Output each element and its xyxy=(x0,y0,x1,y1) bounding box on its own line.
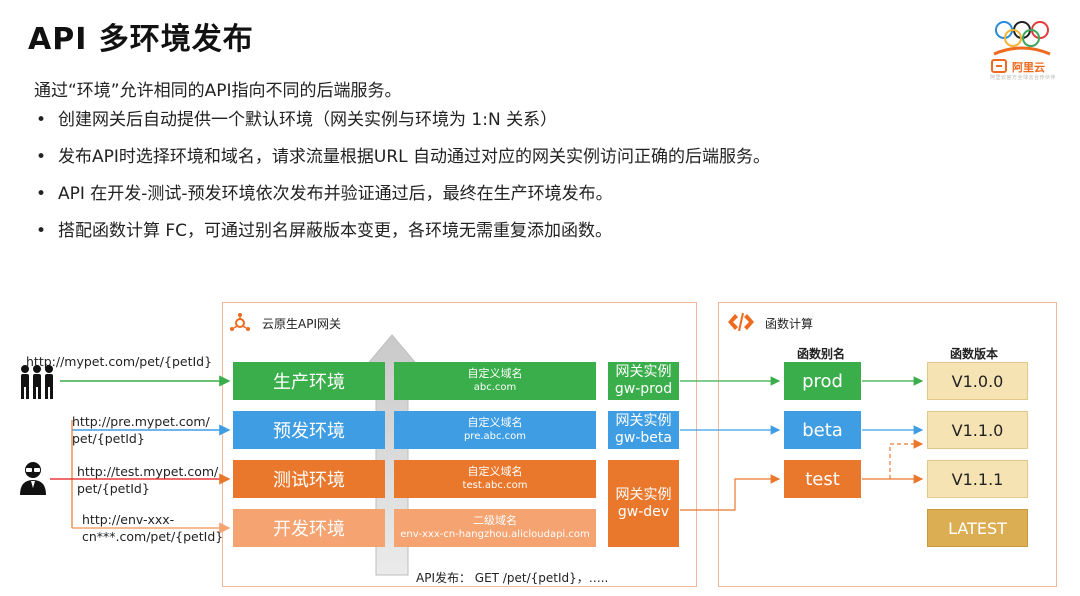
fc-frame xyxy=(718,302,1057,587)
version-1-0-0: V1.0.0 xyxy=(927,362,1028,400)
gw-instance-dev: 网关实例 gw-dev xyxy=(608,460,679,547)
bullet-item: 创建网关后自动提供一个默认环境（网关实例与环境为 1:N 关系） xyxy=(34,108,770,145)
logo-brand: 阿里云 xyxy=(1012,61,1045,74)
domain-value: abc.com xyxy=(473,382,517,393)
version-1-1-1: V1.1.1 xyxy=(927,460,1028,498)
domain-pre: 自定义域名 pre.abc.com xyxy=(394,411,596,449)
bullet-item: API 在开发-测试-预发环境依次发布并验证通过后，最终在生产环境发布。 xyxy=(34,182,770,219)
domain-value: env-xxx-cn-hangzhou.alicloudapi.com xyxy=(400,529,590,540)
domain-type-label: 自定义域名 xyxy=(467,465,523,478)
developer-icon xyxy=(20,462,46,495)
env-prod: 生产环境 xyxy=(233,362,385,400)
alias-test: test xyxy=(784,460,861,498)
dev-gw-to-test-alias xyxy=(680,474,781,511)
test-alias-dashed-to-beta xyxy=(889,439,924,479)
domain-value: pre.abc.com xyxy=(463,431,527,442)
fc-label: 函数计算 xyxy=(765,317,814,331)
domain-test: 自定义域名 test.abc.com xyxy=(394,460,596,498)
gateway-label: 云原生API网关 xyxy=(262,317,341,331)
gw-instance-id: gw-dev xyxy=(617,503,670,520)
gateway-frame xyxy=(222,302,697,587)
bullet-item: 搭配函数计算 FC，可通过别名屏蔽版本变更，各环境无需重复添加函数。 xyxy=(34,219,770,256)
env-dev: 开发环境 xyxy=(233,509,385,547)
version-latest: LATEST xyxy=(927,509,1028,547)
env-pre: 预发环境 xyxy=(233,411,385,449)
api-publish-note: API发布： GET /pet/{petId}，….. xyxy=(416,571,609,585)
gw-instance-beta: 网关实例 gw-beta xyxy=(608,411,679,449)
function-compute-icon xyxy=(728,312,754,332)
env-test: 测试环境 xyxy=(233,460,385,498)
page-title: API 多环境发布 xyxy=(28,22,254,57)
logo-tagline: 阿里云官方全球云合作伙伴 xyxy=(990,75,1057,81)
gw-instance-id: gw-prod xyxy=(614,381,673,397)
alias-column-header: 函数别名 xyxy=(797,347,846,361)
url-pre-line2: pet/{petId} xyxy=(72,431,145,446)
olympic-rings-logo xyxy=(991,21,1051,73)
bullet-item: 发布API时选择环境和域名，请求流量根据URL 自动通过对应的网关实例访问正确的… xyxy=(34,145,770,182)
alias-beta: beta xyxy=(784,411,861,449)
url-dev-line1: http://env-xxx- xyxy=(82,512,175,527)
bullet-list: 创建网关后自动提供一个默认环境（网关实例与环境为 1:N 关系） 发布API时选… xyxy=(34,108,770,256)
domain-prod: 自定义域名 abc.com xyxy=(394,362,596,400)
gw-instance-label: 网关实例 xyxy=(615,413,672,429)
domain-type-label: 二级域名 xyxy=(473,514,517,527)
gw-instance-label: 网关实例 xyxy=(615,486,672,503)
gw-instance-id: gw-beta xyxy=(615,430,672,446)
url-dev-line2: cn***.com/pet/{petId} xyxy=(82,529,224,544)
version-column-header: 函数版本 xyxy=(950,347,999,361)
domain-dev: 二级域名 env-xxx-cn-hangzhou.alicloudapi.com xyxy=(394,509,596,547)
gw-instance-prod: 网关实例 gw-prod xyxy=(608,362,679,400)
alias-prod: prod xyxy=(784,362,861,400)
url-prod: http://mypet.com/pet/{petId} xyxy=(26,354,213,369)
domain-value: test.abc.com xyxy=(462,480,528,491)
user-group-icon xyxy=(21,365,53,399)
url-pre-line1: http://pre.mypet.com/ xyxy=(72,414,210,429)
version-1-1-0: V1.1.0 xyxy=(927,411,1028,449)
gw-instance-label: 网关实例 xyxy=(615,364,672,380)
domain-type-label: 自定义域名 xyxy=(467,367,523,380)
intro-text: 通过“环境”允许相同的API指向不同的后端服务。 xyxy=(34,81,402,101)
url-test-line2: pet/{petId} xyxy=(77,481,150,496)
domain-type-label: 自定义域名 xyxy=(467,416,523,429)
url-test-line1: http://test.mypet.com/ xyxy=(77,464,219,479)
gateway-icon xyxy=(230,313,250,331)
